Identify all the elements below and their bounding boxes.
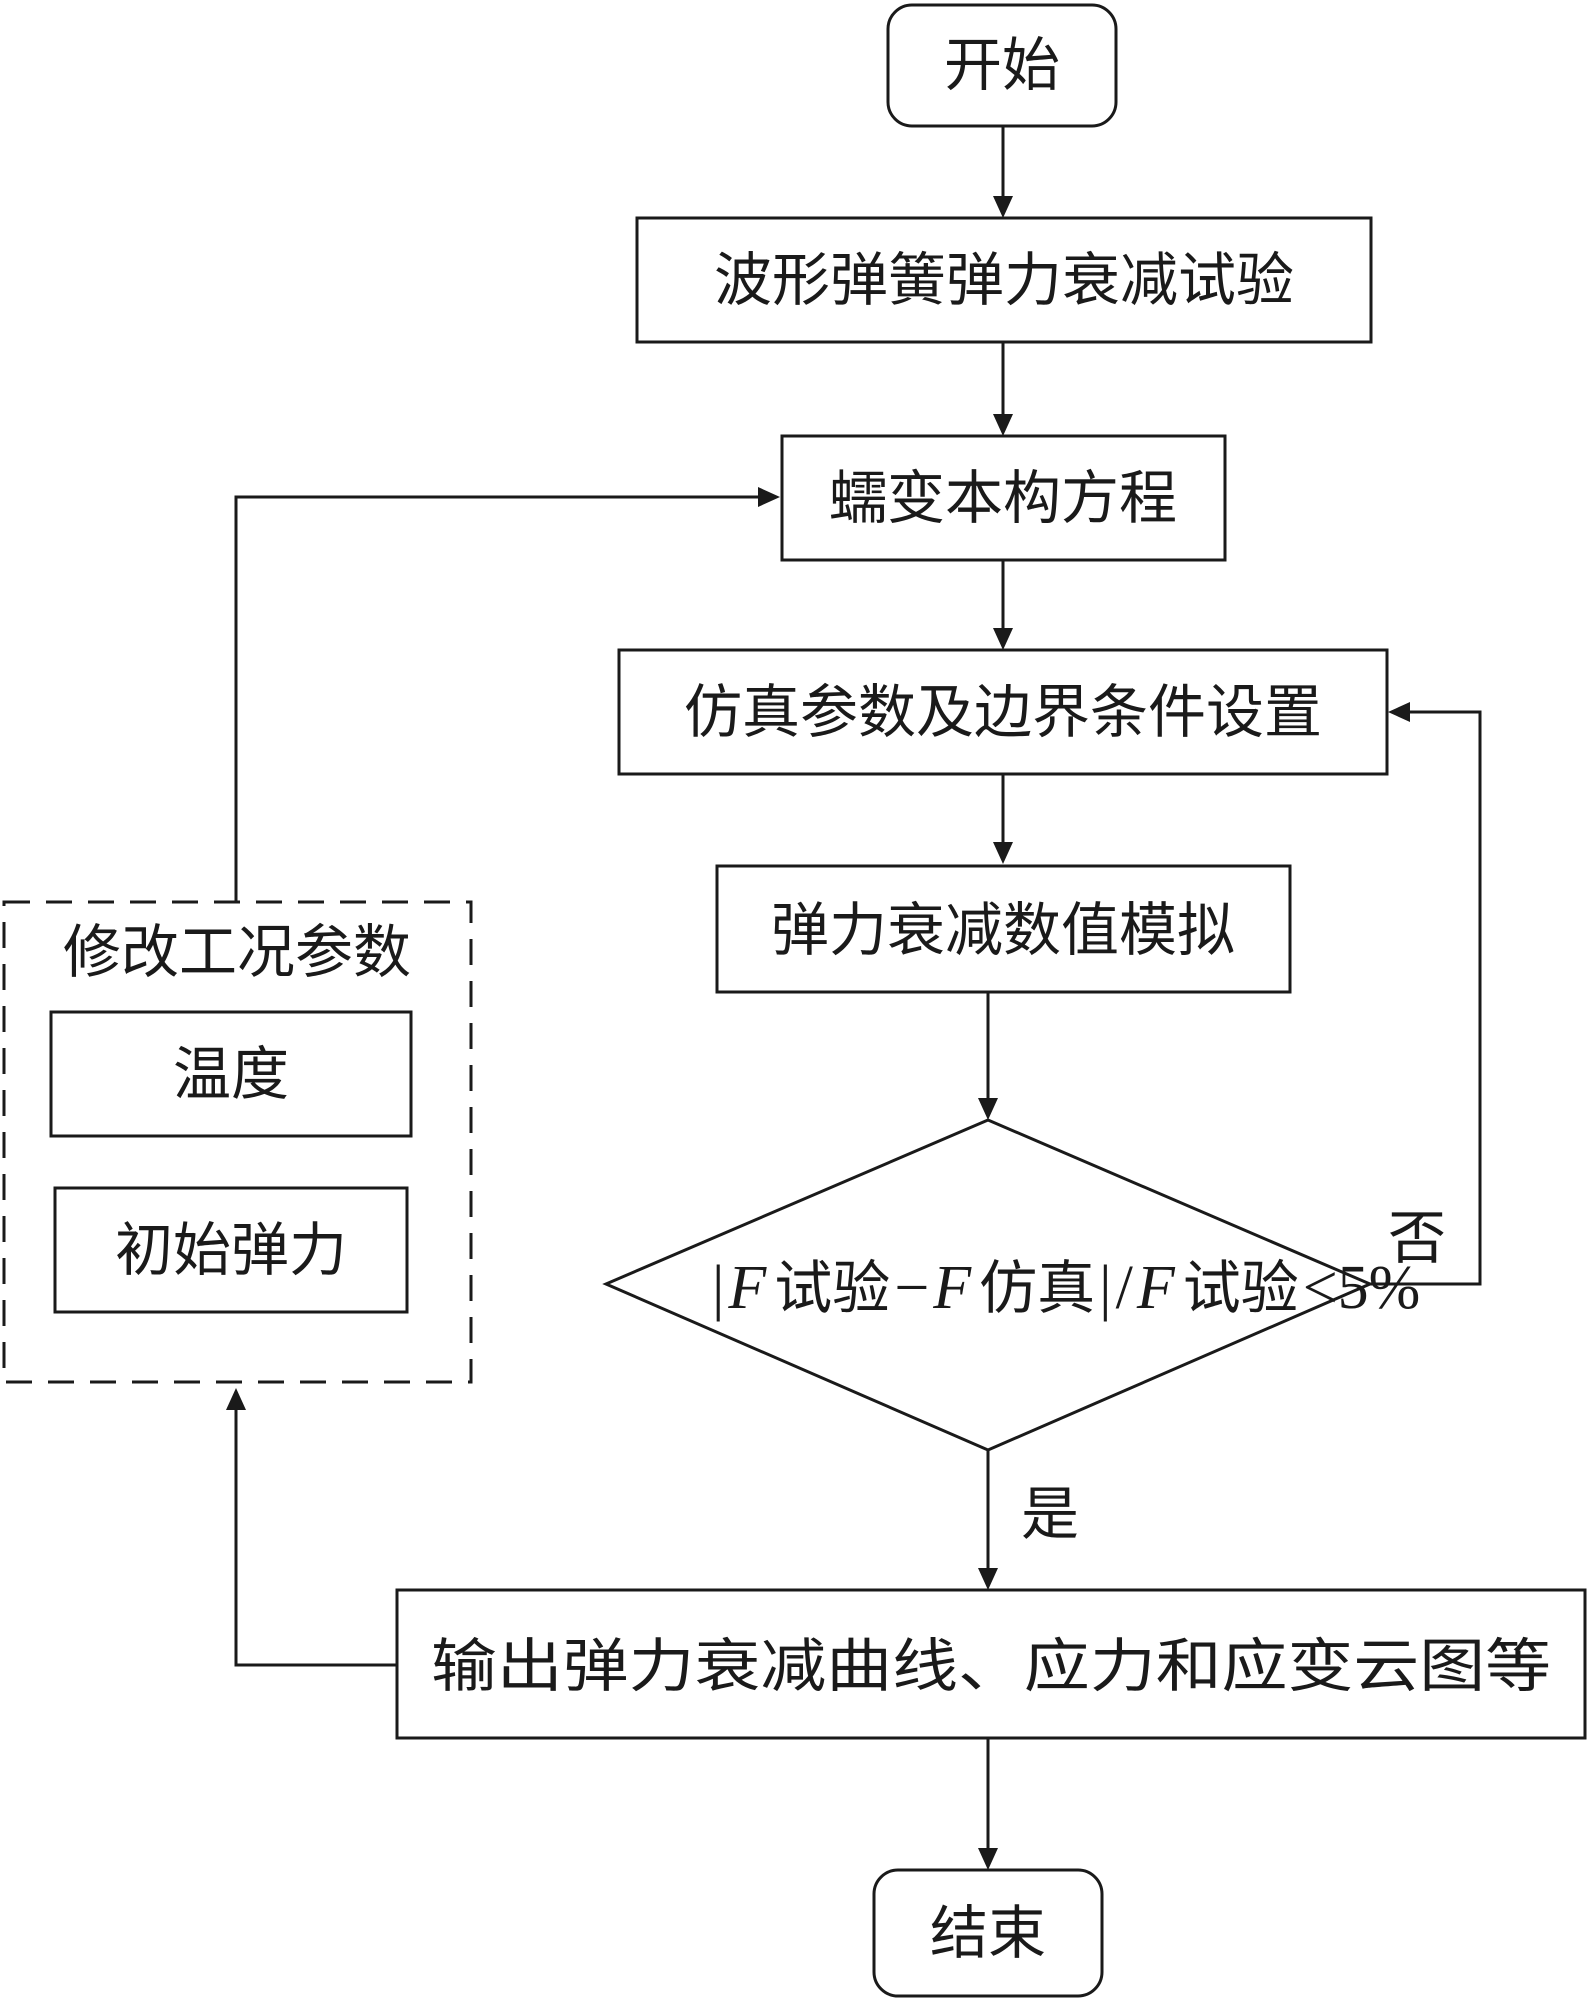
group-title: 修改工况参数 bbox=[63, 918, 411, 986]
experiment-label: 波形弹簧弹力衰减试验 bbox=[714, 246, 1294, 314]
arrowhead-setup bbox=[993, 628, 1013, 650]
decision-abs-right: | bbox=[1099, 1254, 1111, 1322]
yes-label: 是 bbox=[1021, 1480, 1079, 1548]
end-label: 结束 bbox=[930, 1899, 1046, 1967]
arrowhead-experiment bbox=[993, 196, 1013, 218]
modify-conditions-group: 修改工况参数 温度 初始弹力 bbox=[2, 900, 473, 1384]
group-item-temperature-label: 温度 bbox=[173, 1040, 289, 1108]
arrowhead-group bbox=[226, 1388, 246, 1410]
decision-sub-test: 试验 bbox=[774, 1254, 890, 1322]
group-item-initial-force-label: 初始弹力 bbox=[115, 1216, 347, 1284]
edge-group-to-creep bbox=[234, 495, 760, 902]
start-label: 开始 bbox=[944, 31, 1060, 99]
numerical-sim-node: 弹力衰减数值模拟 bbox=[715, 864, 1292, 994]
no-label: 否 bbox=[1388, 1204, 1446, 1272]
start-node: 开始 bbox=[886, 3, 1118, 128]
decision-f-test-2: F bbox=[1136, 1254, 1176, 1322]
sim-setup-label: 仿真参数及边界条件设置 bbox=[684, 678, 1322, 746]
decision-node: | F 试验 − F 仿真 | / F 试验 <5% bbox=[602, 1118, 1420, 1452]
decision-abs-left: | bbox=[712, 1254, 724, 1322]
arrowhead-sim bbox=[993, 842, 1013, 864]
creep-equation-label: 蠕变本构方程 bbox=[829, 464, 1177, 532]
decision-f-sim: F bbox=[932, 1254, 972, 1322]
group-item-initial-force bbox=[53, 1186, 409, 1314]
numerical-sim-label: 弹力衰减数值模拟 bbox=[771, 896, 1235, 964]
output-label: 输出弹力衰减曲线、应力和应变云图等 bbox=[431, 1632, 1551, 1700]
sim-setup-node: 仿真参数及边界条件设置 bbox=[617, 648, 1389, 776]
arrowhead-end bbox=[978, 1848, 998, 1870]
decision-threshold: <5% bbox=[1303, 1254, 1421, 1322]
output-node: 输出弹力衰减曲线、应力和应变云图等 bbox=[395, 1588, 1587, 1740]
end-node: 结束 bbox=[872, 1868, 1104, 1998]
decision-f-test: F bbox=[727, 1254, 767, 1322]
arrowhead-decision bbox=[978, 1098, 998, 1120]
arrowhead-output bbox=[978, 1568, 998, 1590]
arrowhead-no-loop bbox=[1388, 702, 1410, 722]
edge-output-to-group bbox=[234, 1406, 397, 1667]
decision-sub-sim: 仿真 bbox=[979, 1254, 1095, 1322]
decision-condition: | F 试验 − F 仿真 | / F 试验 <5% bbox=[712, 1254, 1420, 1322]
edge-decision-no-loop bbox=[1370, 710, 1482, 1286]
decision-minus: − bbox=[894, 1254, 929, 1322]
creep-equation-node: 蠕变本构方程 bbox=[780, 434, 1227, 562]
arrowhead-creep-side bbox=[758, 487, 780, 507]
experiment-node: 波形弹簧弹力衰减试验 bbox=[635, 216, 1373, 344]
arrowhead-creep bbox=[993, 414, 1013, 436]
decision-slash: / bbox=[1116, 1254, 1134, 1322]
connectors bbox=[226, 126, 1482, 1870]
decision-sub-test-2: 试验 bbox=[1183, 1254, 1299, 1322]
group-item-temperature bbox=[49, 1010, 413, 1138]
